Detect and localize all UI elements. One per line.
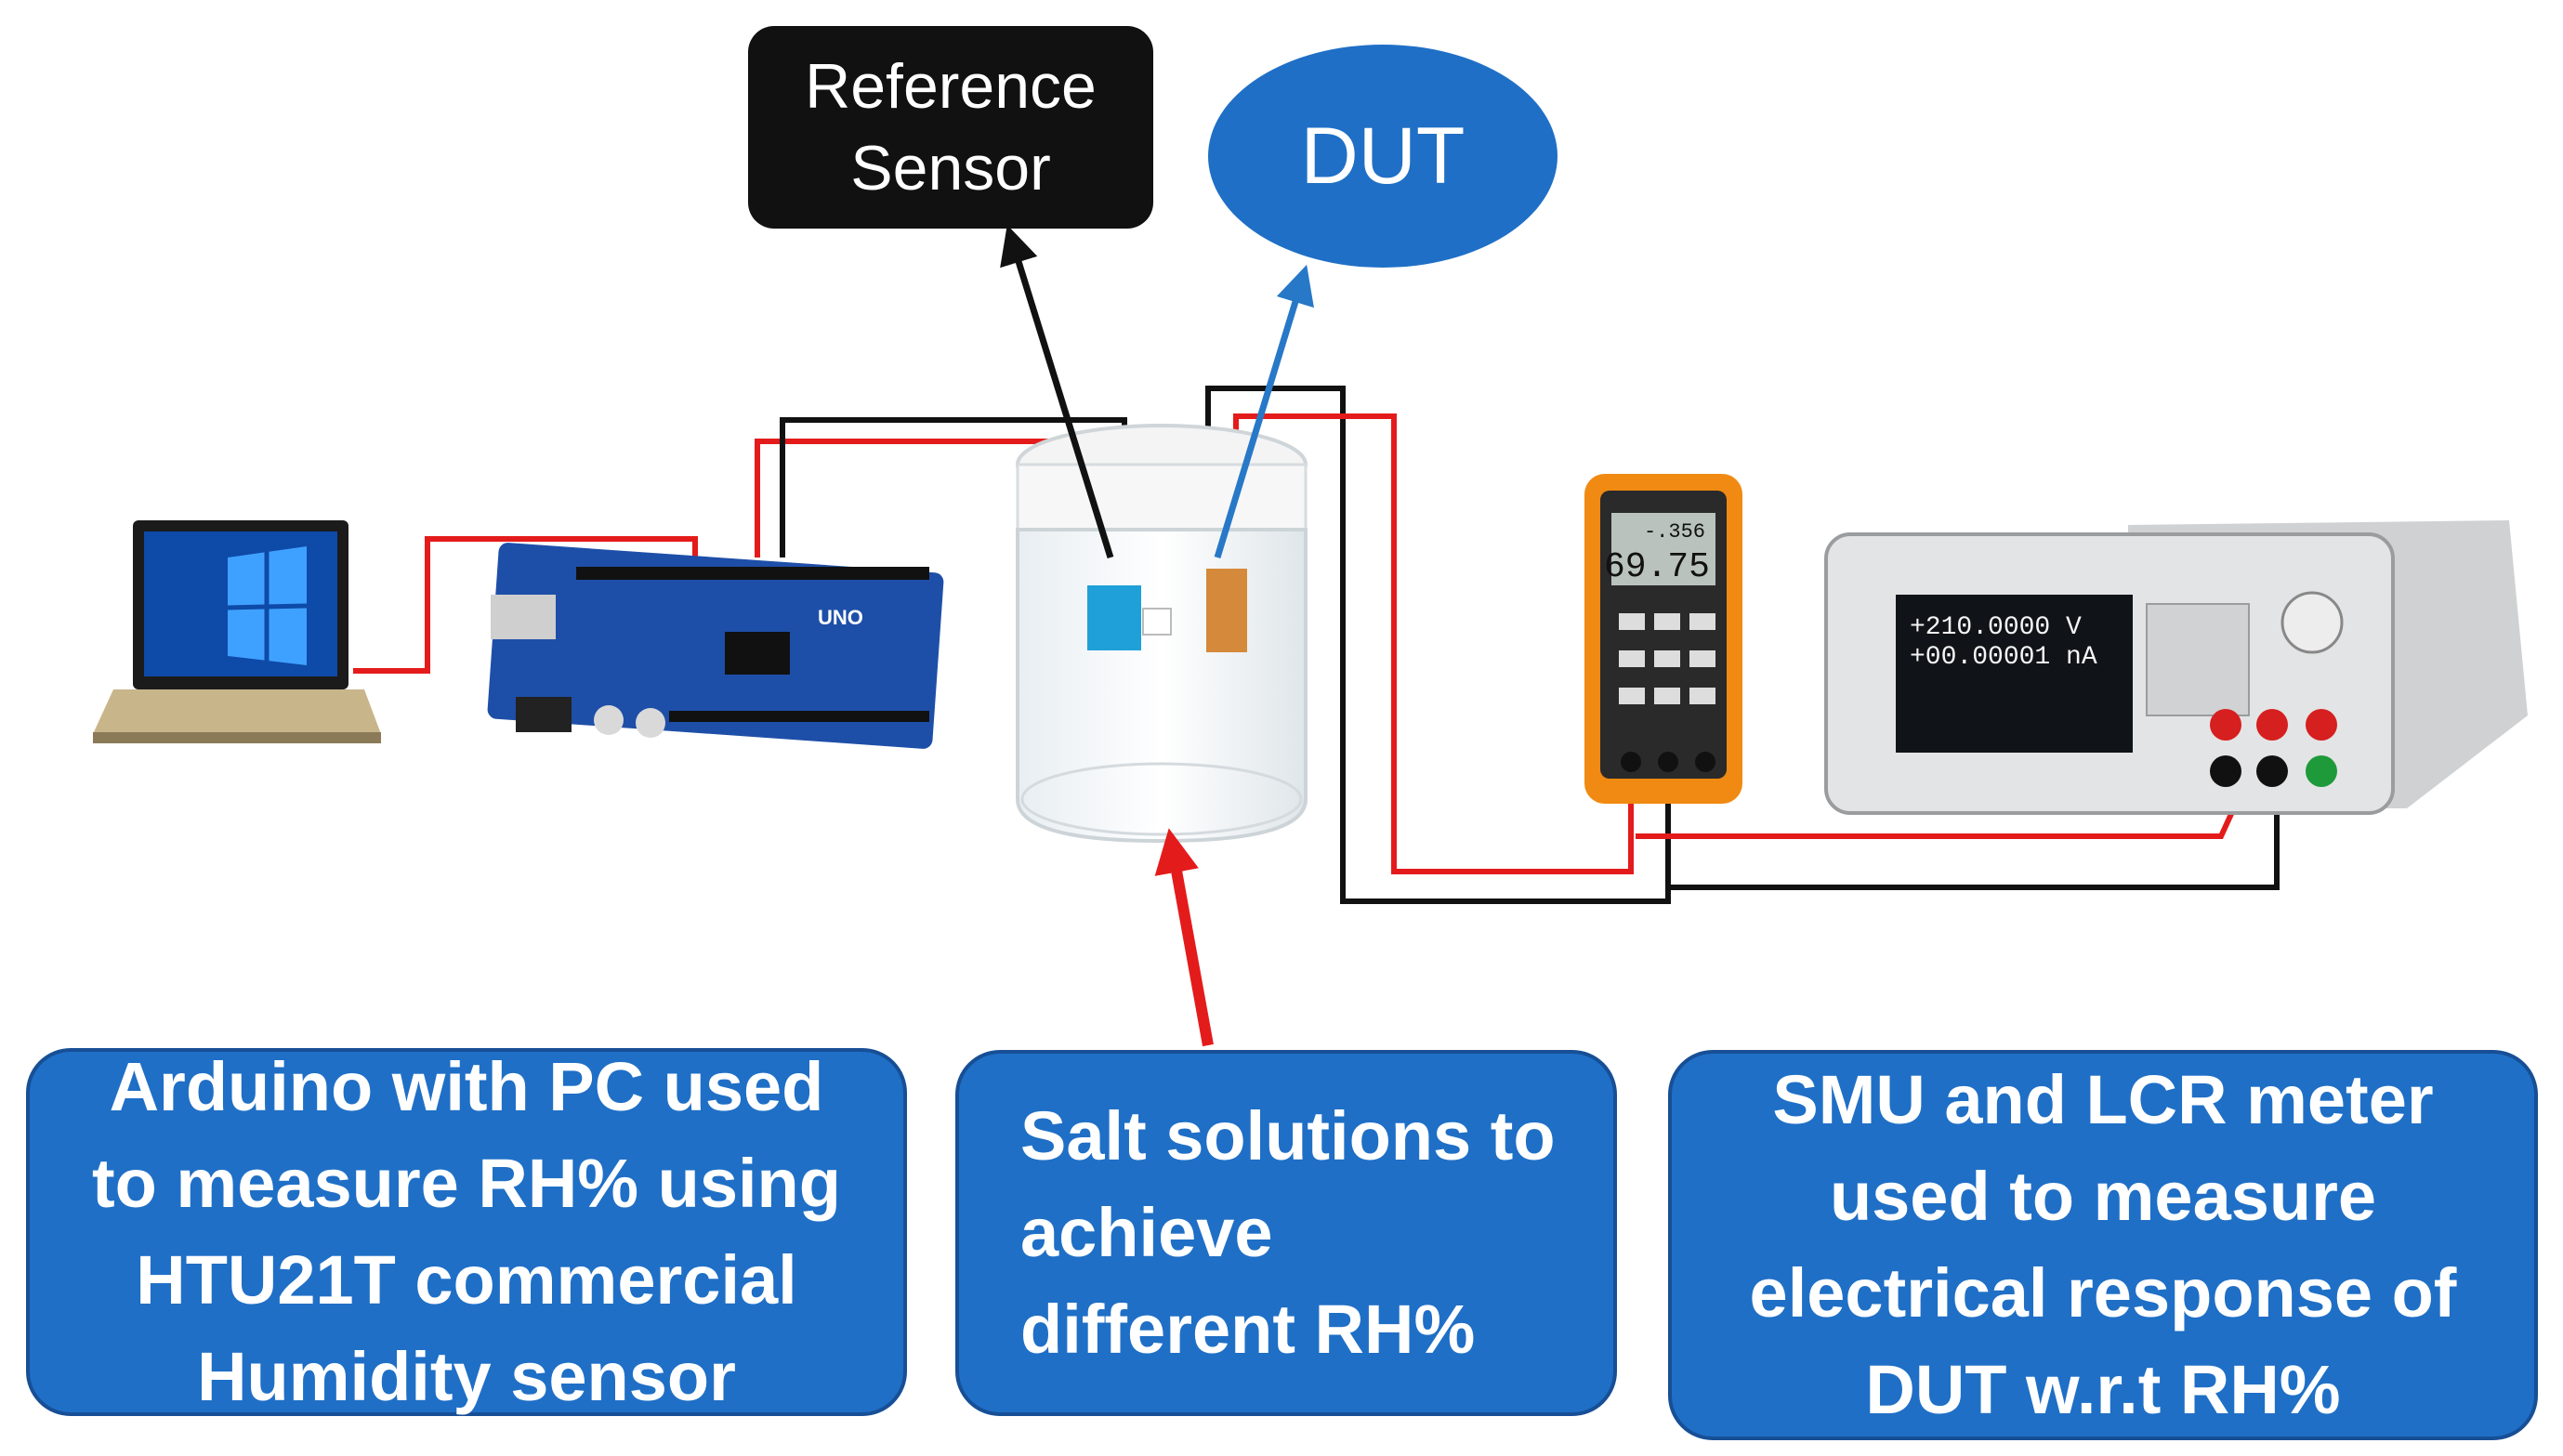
- glass-jar: [1016, 424, 1308, 844]
- reference-sensor-module: [1087, 585, 1141, 650]
- reference-sensor-label: Reference Sensor: [805, 51, 1097, 203]
- dut-sensor: [1206, 569, 1247, 652]
- smu-current-readout: +00.00001 nA: [1910, 643, 2097, 672]
- lcr-main-readout: 69.75: [1604, 547, 1710, 587]
- arduino-info-box: Arduino with PC used to measure RH% usin…: [26, 1048, 907, 1416]
- wire-laptop-arduino: [353, 536, 698, 674]
- reference-sensor-label-box: Reference Sensor: [748, 26, 1153, 229]
- lcr-meter: -.356 69.75: [1584, 474, 1742, 804]
- wire-dut-black: [1205, 386, 1671, 904]
- salt-info-box: Salt solutions to achieve different RH%: [955, 1050, 1617, 1416]
- smu-info-box: SMU and LCR meter used to measure electr…: [1668, 1050, 2538, 1440]
- smu-voltage-readout: +210.0000 V: [1910, 613, 2082, 642]
- smu-info-text: SMU and LCR meter used to measure electr…: [1749, 1061, 2457, 1428]
- salt-info-text: Salt solutions to achieve different RH%: [1020, 1097, 1556, 1368]
- arduino-board: UNO: [487, 543, 944, 749]
- arduino-board-label: UNO: [818, 606, 863, 629]
- lcr-secondary-readout: -.356: [1644, 520, 1705, 544]
- arrow-to-dut: [1214, 264, 1314, 559]
- dut-label-oval: DUT: [1208, 45, 1558, 268]
- arduino-info-text: Arduino with PC used to measure RH% usin…: [92, 1048, 841, 1415]
- dut-label: DUT: [1300, 111, 1466, 201]
- laptop: [93, 520, 381, 743]
- arrow-from-salt-box: [1154, 828, 1214, 1047]
- arrow-to-reference: [1000, 224, 1114, 559]
- smu-instrument: +210.0000 V +00.00001 nA: [1824, 520, 2528, 815]
